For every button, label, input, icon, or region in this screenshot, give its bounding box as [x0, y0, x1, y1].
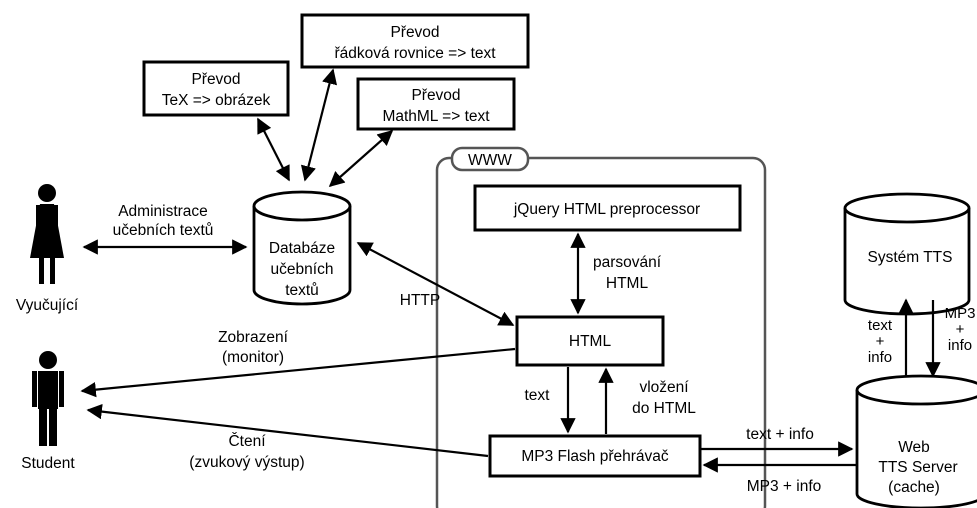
http-label: HTTP	[400, 292, 440, 309]
text-info-up-line1: text	[868, 317, 893, 334]
web-tts-line2: TTS Server	[878, 459, 957, 476]
zobrazeni-line1: Zobrazení	[218, 329, 288, 346]
prevod-rovnice-line1: Převod	[390, 24, 439, 41]
vyucujici-person-icon	[30, 184, 64, 284]
web-tts-line3: (cache)	[888, 479, 940, 496]
jquery-label: jQuery HTML preprocessor	[513, 201, 700, 218]
vlozeni-line2: do HTML	[632, 400, 696, 417]
mp3-player-box: MP3 Flash přehrávač	[488, 434, 702, 478]
text-info-up-line2: +	[876, 333, 885, 350]
text-info-up-line3: info	[868, 349, 892, 366]
databaze-line2: učebních	[271, 261, 334, 278]
web-tts-cylinder: Web TTS Server (cache)	[855, 374, 977, 508]
www-label-box	[450, 146, 530, 172]
html-label: HTML	[569, 333, 612, 350]
prevod-mathml-line1: Převod	[411, 87, 460, 104]
mp3-info-left-label: MP3 + info	[747, 478, 822, 495]
jquery-box: jQuery HTML preprocessor	[473, 184, 742, 232]
prevod-tex-line2: TeX => obrázek	[162, 92, 271, 109]
prevod-mathml-box: Převod MathML => text	[356, 77, 516, 131]
prevod-mathml-line2: MathML => text	[382, 108, 490, 125]
arrow-cteni	[86, 403, 489, 458]
cteni-line1: Čtení	[228, 433, 266, 450]
mp3-info-down-line2: +	[956, 321, 965, 338]
html-box: HTML	[515, 315, 665, 367]
text-down-label: text	[525, 387, 551, 404]
web-tts-line1: Web	[898, 439, 930, 456]
system-tts-cylinder: Systém TTS	[843, 192, 971, 316]
arrow-tex-db	[257, 117, 290, 182]
databaze-cylinder: Databáze učebních textů	[252, 190, 352, 306]
arrow-mathml-db	[328, 129, 394, 188]
databaze-line3: textů	[285, 282, 319, 299]
zobrazeni-line2: (monitor)	[222, 349, 284, 366]
vlozeni-line1: vložení	[639, 379, 689, 396]
arrow-http	[356, 242, 515, 326]
parsovani-line1: parsování	[593, 254, 662, 271]
parsovani-line2: HTML	[606, 275, 649, 292]
administrace-line2: učebních textů	[113, 222, 214, 239]
www-label: WWW	[468, 152, 512, 169]
prevod-tex-line1: Převod	[191, 71, 240, 88]
administrace-line1: Administrace	[118, 203, 208, 220]
mp3-player-label: MP3 Flash přehrávač	[521, 448, 669, 465]
databaze-line1: Databáze	[269, 240, 335, 257]
text-info-right-label: text + info	[746, 426, 814, 443]
system-tts-label: Systém TTS	[868, 249, 953, 266]
prevod-rovnice-line2: řádková rovnice => text	[334, 45, 496, 62]
arrow-zobrazeni	[80, 347, 516, 398]
mp3-info-down-line1: MP3	[945, 305, 976, 322]
vyucujici-label: Vyučující	[16, 297, 79, 314]
www-frame	[435, 156, 767, 508]
mp3-info-down-line3: info	[948, 337, 972, 354]
arrow-rovnice-db	[300, 68, 338, 182]
student-label: Student	[21, 455, 75, 472]
cteni-line2: (zvukový výstup)	[189, 454, 304, 471]
prevod-rovnice-box: Převod řádková rovnice => text	[300, 13, 530, 69]
prevod-tex-box: Převod TeX => obrázek	[142, 60, 290, 117]
student-person-icon	[32, 351, 64, 446]
